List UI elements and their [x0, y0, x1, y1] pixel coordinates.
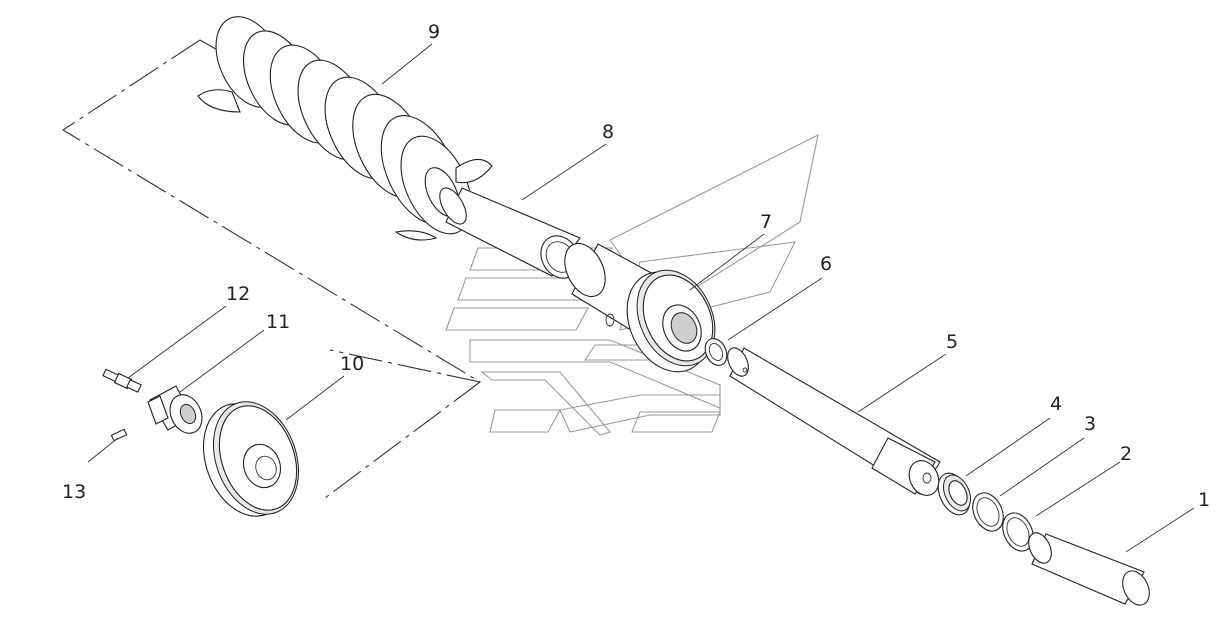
nut-part-11: [147, 385, 203, 434]
o-ring-part-6: [704, 338, 728, 366]
sleeve-part-1: [1028, 532, 1150, 606]
ring-part-2: [1002, 512, 1034, 552]
callout-10: 10: [340, 353, 364, 375]
callout-5: 5: [946, 331, 958, 353]
seal-part-4: [937, 472, 972, 516]
callout-11: 11: [266, 311, 290, 333]
callout-12: 12: [226, 283, 250, 305]
grease-nipple-part-12: [102, 368, 142, 393]
callout-8: 8: [602, 121, 614, 143]
callout-7: 7: [760, 211, 772, 233]
callout-4: 4: [1050, 393, 1062, 415]
ring-part-3: [972, 492, 1004, 532]
assembly-boundary-line: [61, 39, 481, 499]
flange-part-10: [202, 401, 300, 517]
callout-labels: 1 2 3 4 5 6 7 8 9 10 11 12 13: [62, 21, 1210, 511]
piston-part-7: [626, 269, 716, 373]
callout-2: 2: [1120, 443, 1132, 465]
leader-lines: [87, 43, 1195, 553]
spring-part-9: [197, 16, 493, 241]
callout-6: 6: [820, 253, 832, 275]
pin-part-13: [110, 428, 128, 442]
callout-9: 9: [428, 21, 440, 43]
callout-13: 13: [62, 481, 86, 503]
callout-1: 1: [1198, 489, 1210, 511]
rod-part-5: [727, 347, 941, 496]
callout-3: 3: [1084, 413, 1096, 435]
